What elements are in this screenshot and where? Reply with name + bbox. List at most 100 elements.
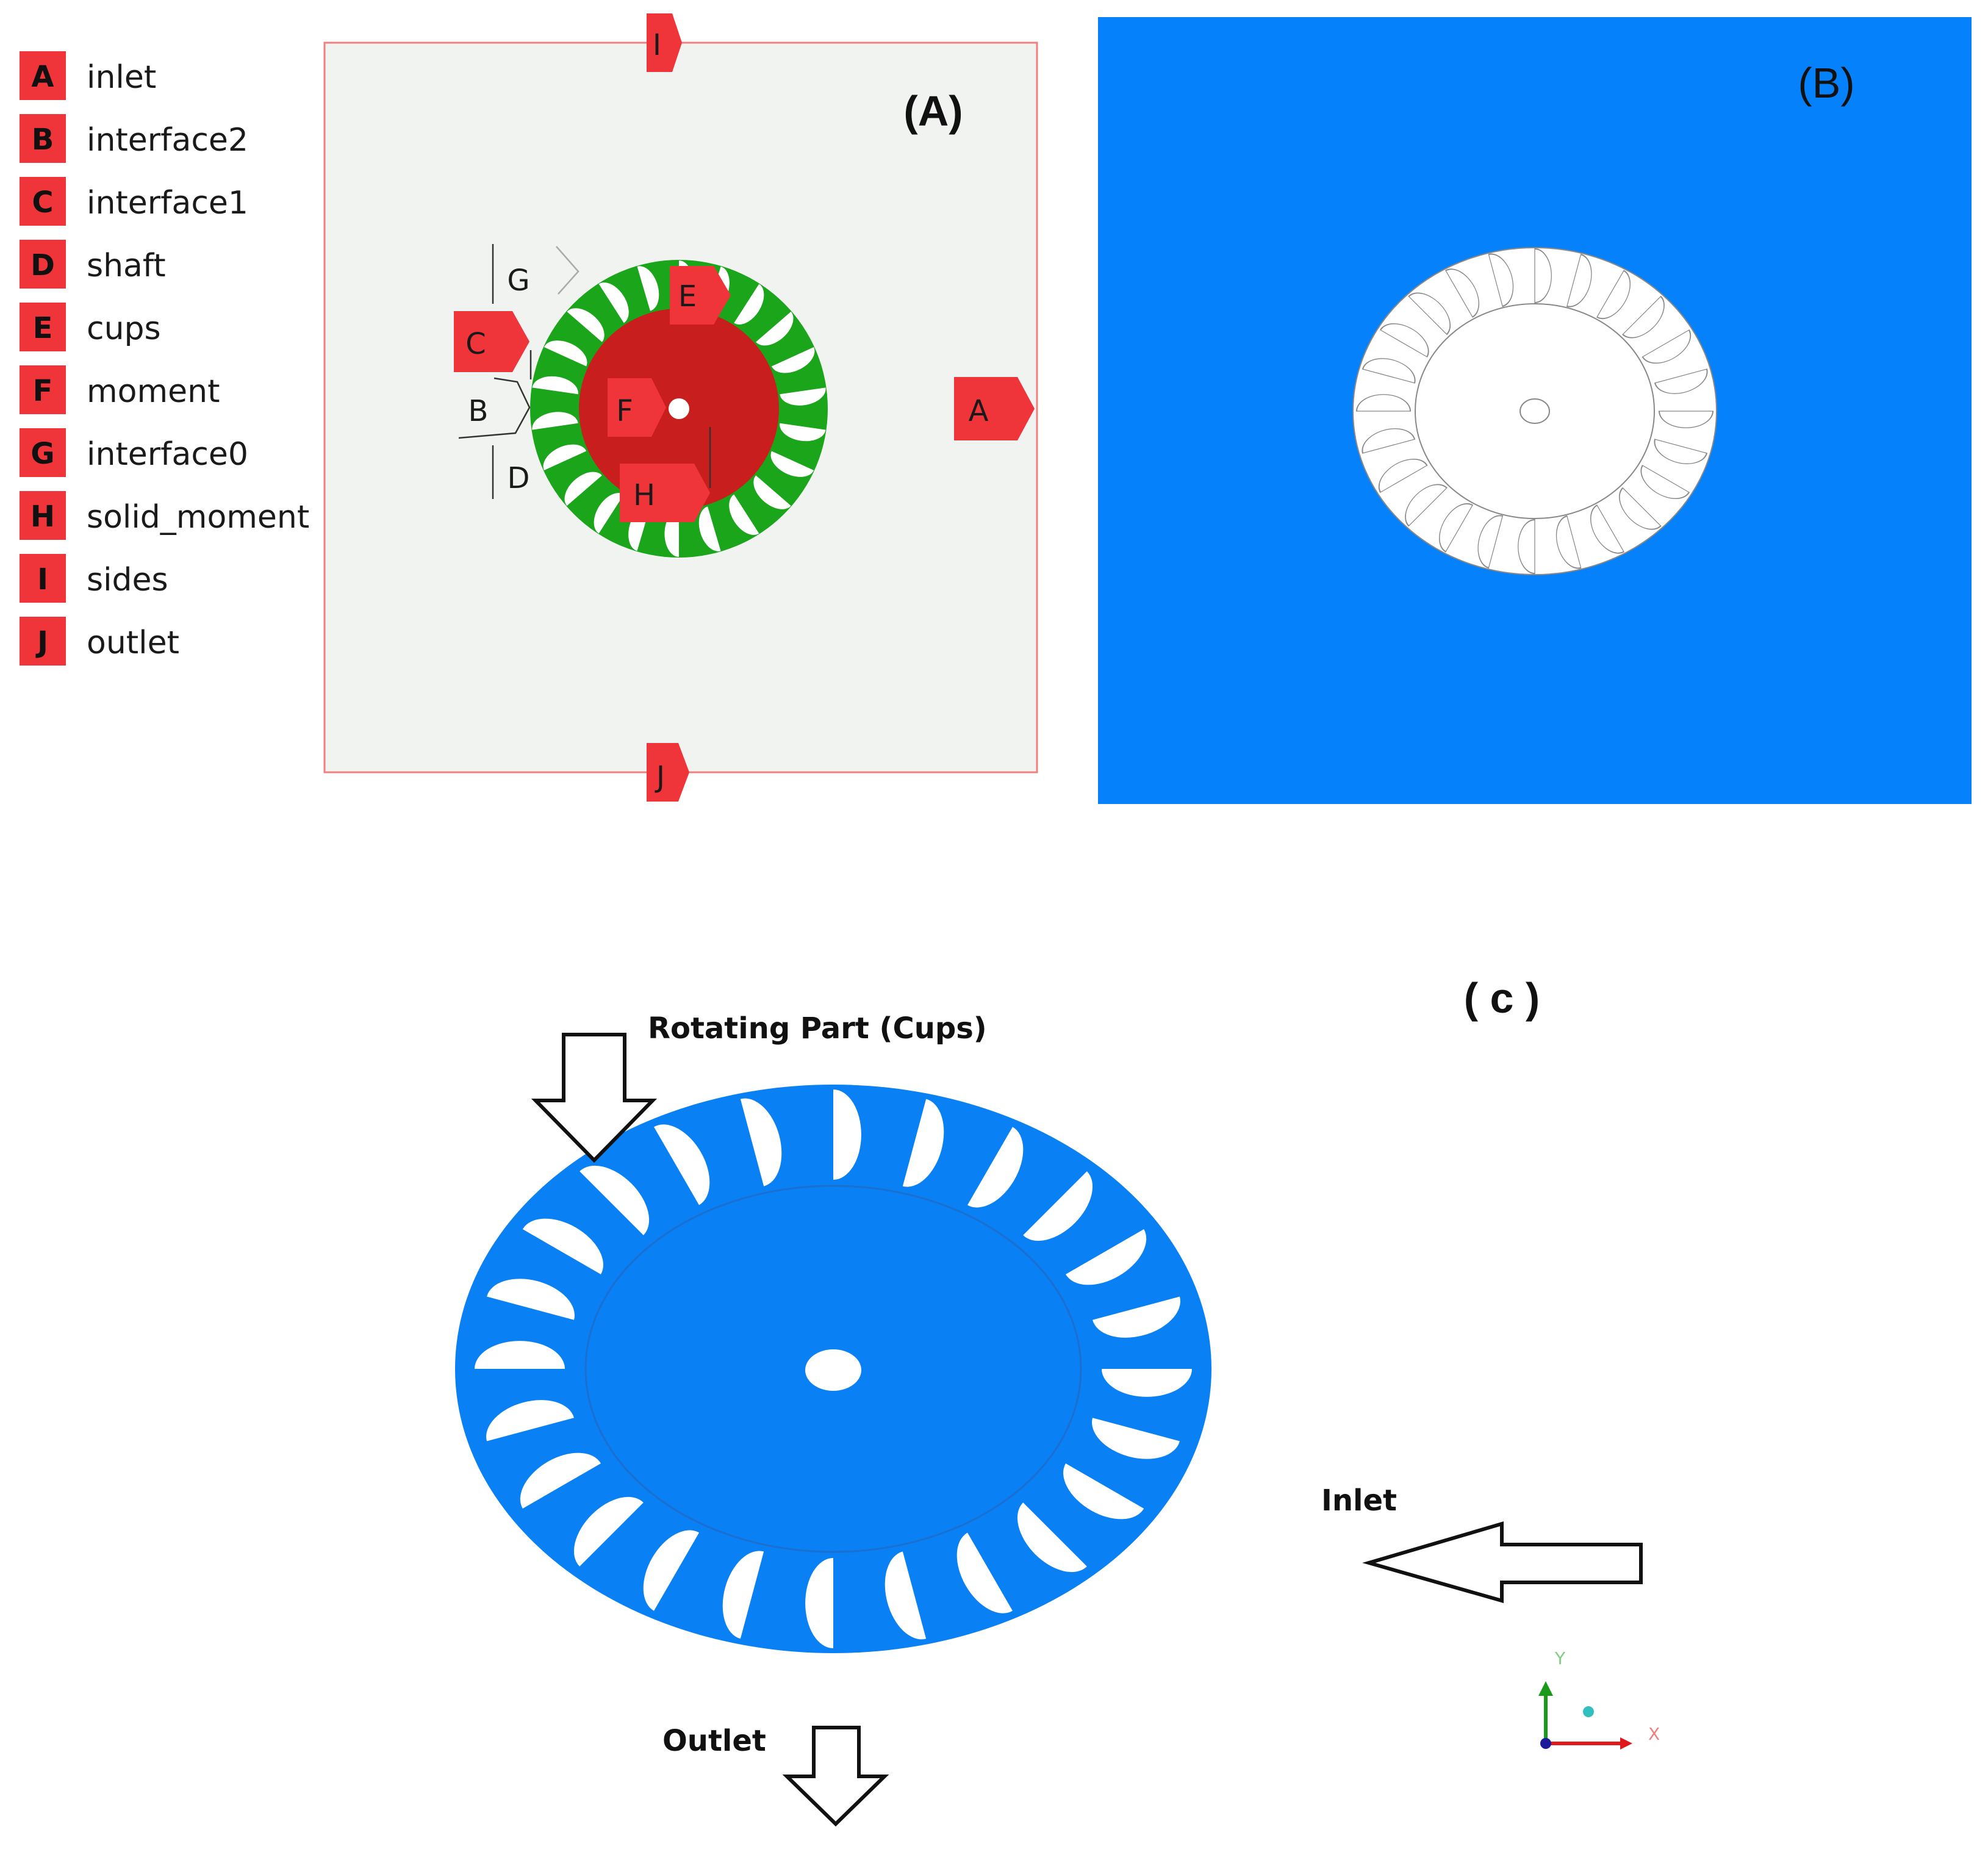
inlet-arrow-icon (1362, 1521, 1643, 1603)
turbine-cup (1092, 1418, 1180, 1459)
label-shaft: D (508, 461, 530, 495)
turbine-cup (1642, 329, 1692, 364)
legend-swatch (20, 428, 66, 477)
legend-swatch (20, 617, 66, 666)
turbine-cup (1566, 253, 1592, 307)
turbine-cup (580, 1165, 650, 1235)
rotating-arrow-icon (531, 1033, 658, 1163)
turbine-cup (564, 472, 602, 506)
turbine-cup (1640, 464, 1690, 500)
tag-letter: C (465, 327, 486, 361)
outlet-label: Outlet (662, 1724, 766, 1758)
legend-letter: B (32, 123, 54, 157)
label-interface2: B (468, 394, 489, 428)
legend-swatch (20, 303, 66, 351)
turbine-cup (1408, 292, 1451, 336)
turbine-cup (1066, 1229, 1147, 1285)
rotating-part-label: Rotating Part (Cups) (648, 1011, 987, 1046)
turbine-cup (567, 308, 605, 342)
turbine-cup (1102, 1369, 1192, 1397)
tag-letter: I (653, 28, 661, 62)
turbine-cup (1534, 248, 1552, 304)
turbine-cup (573, 1496, 644, 1567)
tag-letter: F (616, 394, 633, 428)
turbine-cup (594, 493, 624, 534)
turbine-cup (902, 1099, 944, 1187)
turbine-cup (654, 1124, 710, 1205)
turbine-cup (956, 1532, 1013, 1613)
turbine-cup (1518, 519, 1535, 575)
panel-b: (B) (1098, 17, 1972, 804)
turbine-cup (532, 412, 578, 430)
turbine-cup (698, 506, 721, 551)
turbine-cup (1017, 1502, 1087, 1573)
legend-letter: J (35, 625, 48, 659)
turbine-cup (1023, 1171, 1093, 1241)
rotor-c-shaft-hole (805, 1349, 861, 1391)
turbine-cup (1362, 358, 1416, 384)
turbine-cup (770, 451, 814, 477)
turbine-cup (1405, 484, 1448, 527)
outlet-arrow-icon (782, 1726, 889, 1827)
turbine-cup (780, 423, 826, 442)
legend-item-interface2: B interface2 (20, 114, 248, 163)
turbine-cup (522, 1218, 603, 1274)
rotor-b-inner (1415, 303, 1655, 519)
turbine-cup (729, 494, 759, 535)
turbine-cup (1444, 268, 1480, 318)
tag-moment: F (608, 378, 666, 437)
turbine-cup (1355, 394, 1412, 412)
turbine-cup (1093, 1296, 1180, 1338)
turbine-cup (1477, 515, 1504, 569)
turbine-cup (722, 1551, 764, 1639)
turbine-cup (734, 284, 764, 325)
rotor-c-cups (475, 1089, 1192, 1648)
legend-swatch (20, 51, 66, 100)
legend-swatch (20, 554, 66, 603)
rotor-b (1352, 247, 1717, 575)
turbine-cup (1378, 458, 1428, 494)
turbine-cup (598, 282, 629, 323)
legend-item-moment: F moment (20, 365, 220, 414)
turbine-cup (967, 1127, 1024, 1208)
panel-a-title: (A) (903, 87, 963, 135)
legend-label: sides (87, 562, 168, 598)
turbine-cup (753, 475, 791, 509)
turbine-cup (543, 444, 587, 470)
tag-outlet: J (647, 743, 689, 802)
turbine-cup (1654, 439, 1708, 464)
legend-item-interface1: C interface1 (20, 177, 248, 226)
legend-label: solid_moment (87, 499, 309, 536)
turbine-cup (833, 1089, 861, 1180)
legend-label: interface1 (87, 185, 248, 221)
legend-item-inlet: A inlet (20, 51, 156, 100)
tag-letter: J (655, 760, 665, 794)
legend-item-sides: I sides (20, 554, 168, 603)
axis-x-label: X (1648, 1724, 1660, 1744)
tag-letter: H (633, 478, 655, 512)
legend-letter: C (32, 185, 53, 220)
legend-item-shaft: D shaft (20, 240, 166, 289)
turbine-cup (1556, 515, 1582, 569)
label-interface0: G (507, 264, 529, 298)
turbine-cup (1654, 368, 1708, 394)
turbine-cup (1658, 411, 1714, 428)
turbine-cup (1488, 253, 1514, 307)
turbine-cup (487, 1279, 575, 1320)
tag-inlet: A (954, 377, 1035, 440)
turbine-cup (486, 1400, 574, 1441)
legend: A inlet B interface2 C interface1 D shaf… (20, 51, 309, 666)
legend-label: cups (87, 310, 161, 347)
axis-y-label: Y (1554, 1648, 1566, 1668)
rotor-b-shaft (1520, 398, 1550, 424)
legend-label: interface2 (87, 122, 248, 159)
turbine-cup (532, 376, 578, 395)
turbine-cup (643, 1530, 699, 1611)
panel-a-leader-lines (458, 244, 711, 499)
tag-solid-moment: H (620, 464, 710, 522)
legend-swatch (20, 114, 66, 163)
turbine-cup (1622, 295, 1665, 339)
turbine-cup (885, 1551, 927, 1640)
legend-label: moment (87, 373, 220, 410)
tag-letter: A (969, 394, 989, 428)
